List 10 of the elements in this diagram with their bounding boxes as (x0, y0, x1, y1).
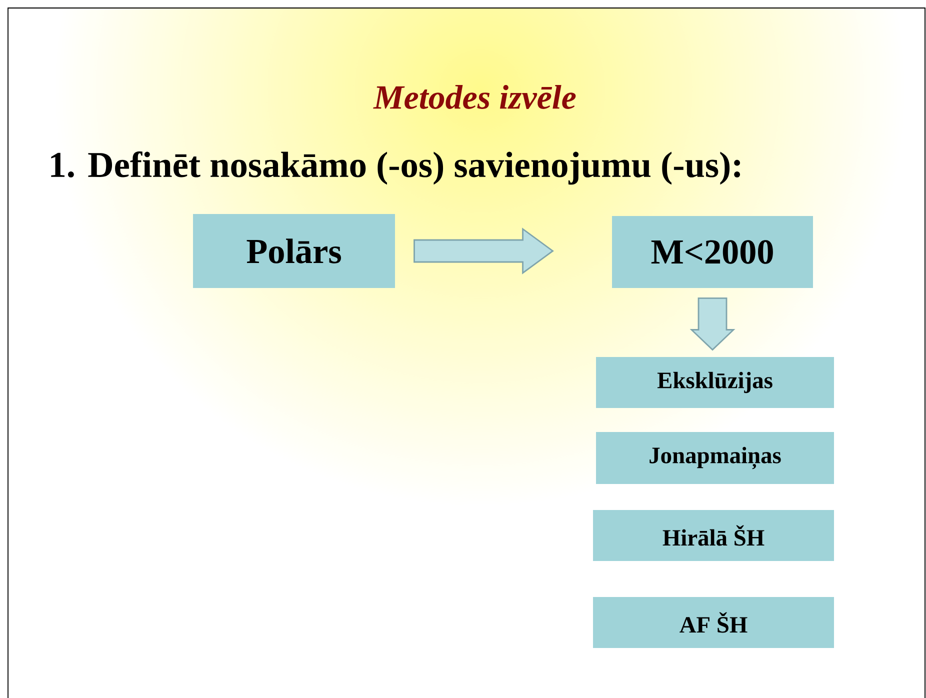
process-box: Jonapmaiņas (596, 432, 834, 484)
process-box: AF ŠH (593, 597, 834, 648)
heading: 1. Definēt nosakāmo (-os) savienojumu (-us): (51, 151, 740, 185)
block-arrow (690, 298, 736, 351)
process-box: Hirālā ŠH (593, 510, 834, 561)
process-box: M<2000 (612, 216, 813, 288)
process-box: Eksklūzijas (596, 357, 834, 408)
title: Metodes izvēle (373, 85, 576, 109)
block-arrow (414, 228, 554, 274)
process-box: Polārs (193, 214, 395, 288)
